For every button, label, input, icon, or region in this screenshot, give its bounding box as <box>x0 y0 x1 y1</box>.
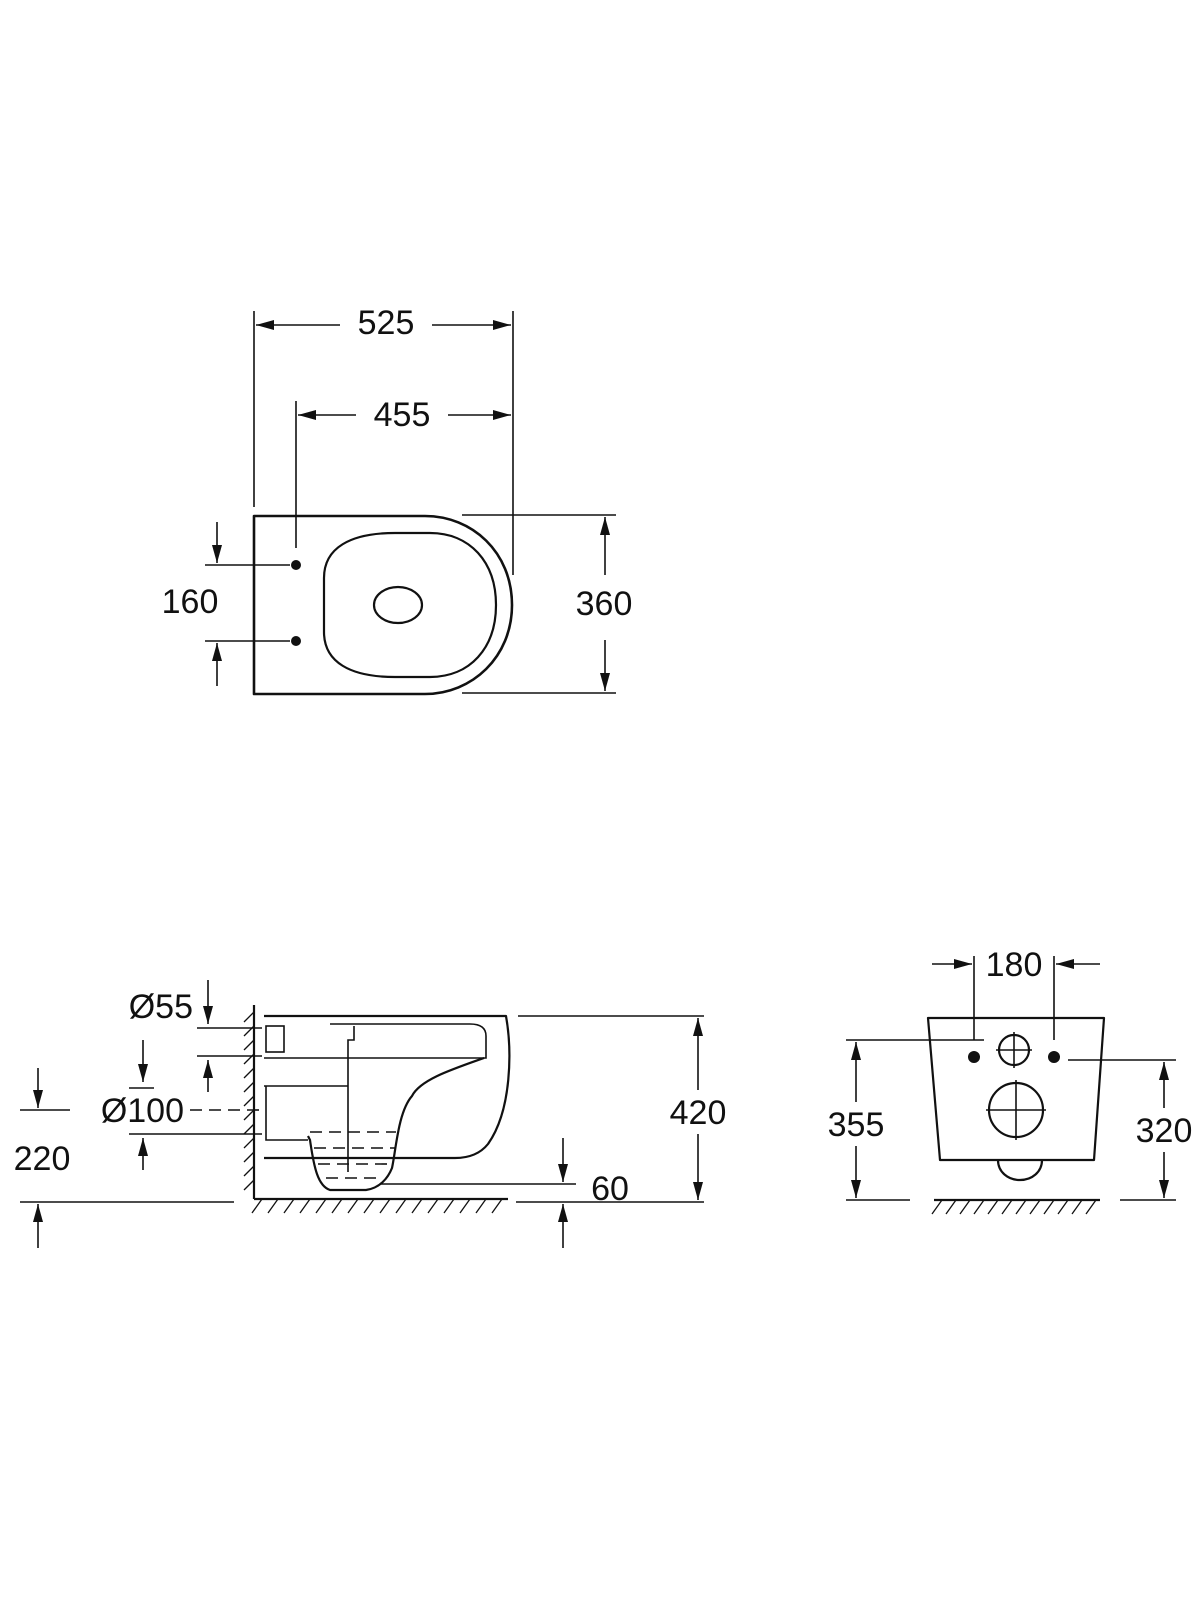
dimension-label: 220 <box>14 1140 71 1178</box>
dimension-water-seal: 60 <box>380 1138 629 1248</box>
inlet-connector <box>265 1025 285 1053</box>
dimension-label: 160 <box>162 583 219 621</box>
dimension-outlet-height: 220 <box>14 1068 234 1248</box>
bolt-hole-left <box>968 1051 980 1063</box>
dimension-label: 455 <box>374 396 431 434</box>
flush-channel <box>347 1026 355 1172</box>
outlet-opening <box>986 1080 1046 1140</box>
dimension-label: 355 <box>828 1106 885 1144</box>
rim-line <box>264 1023 487 1059</box>
dimension-bowl-height: 420 <box>516 1015 727 1203</box>
rear-floor-section <box>931 1198 1100 1215</box>
trap-outline <box>307 1056 485 1192</box>
outlet-box <box>264 1085 348 1141</box>
dimension-hole-spacing: 160 <box>162 522 222 686</box>
dimension-length-to-holes: 455 <box>298 396 511 434</box>
wall-section <box>243 1005 256 1199</box>
bowl-top-outline <box>252 514 514 696</box>
dimension-label: 420 <box>670 1094 727 1132</box>
dimension-inlet-diameter: Ø55 <box>129 980 262 1092</box>
bolt-hole-right <box>1048 1051 1060 1063</box>
dimension-label: Ø55 <box>129 988 193 1026</box>
dimension-height-to-bolts: 320 <box>1068 1059 1193 1201</box>
floor-section <box>251 1197 508 1214</box>
seat-opening <box>322 531 498 679</box>
dimension-label: 180 <box>986 946 1043 984</box>
dimension-width: 360 <box>576 517 633 691</box>
drain-hole <box>372 585 424 625</box>
rear-view: 180 355 320 <box>828 946 1193 1215</box>
dimension-label: 320 <box>1136 1112 1193 1150</box>
outlet-bulge <box>996 1159 1044 1182</box>
dimension-label: Ø100 <box>101 1092 184 1130</box>
dimension-outlet-diameter: Ø100 <box>101 1040 262 1170</box>
dimension-label: 60 <box>591 1170 629 1208</box>
bowl-rear-outline <box>926 1016 1106 1162</box>
top-view: 525 455 360 160 <box>162 304 633 696</box>
bowl-side-outline <box>264 1014 511 1160</box>
dimension-bolt-spacing: 180 <box>932 946 1100 1040</box>
dimension-label: 525 <box>358 304 415 342</box>
dimension-length-overall: 525 <box>256 304 511 342</box>
side-view: Ø55 Ø100 220 <box>14 980 727 1248</box>
inlet-opening <box>996 1032 1032 1068</box>
fixing-hole-lower <box>291 636 301 646</box>
fixing-hole-upper <box>291 560 301 570</box>
dimension-height-to-inlet: 355 <box>828 1039 984 1201</box>
dimension-label: 360 <box>576 585 633 623</box>
